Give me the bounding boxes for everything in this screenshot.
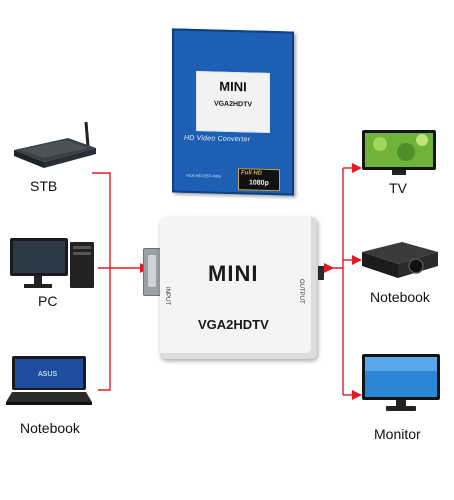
converter-brand: MINI: [208, 261, 259, 286]
arrow-to-output: [324, 263, 334, 273]
wire-notebook-in: [98, 268, 111, 391]
converter-model: VGA2HDTV: [198, 317, 269, 332]
monitor-device-image: [362, 354, 440, 411]
fullhd-badge: Full HD 1080p: [238, 168, 280, 192]
projector-device-image: [362, 242, 438, 278]
tv-device-image: [362, 130, 436, 175]
package-window: MINI VGA2HDTV: [196, 71, 270, 133]
package-brand: MINI: [219, 78, 247, 95]
converter-output-label: OUTPUT: [298, 279, 304, 304]
pc-device-image: [10, 238, 94, 288]
hdmi-port: [318, 266, 324, 280]
fullhd-badge-top: Full HD: [241, 170, 262, 177]
fullhd-badge-bottom: 1080p: [249, 179, 269, 187]
svg-text:ASUS: ASUS: [38, 371, 57, 378]
package-model: VGA2HDTV: [213, 100, 253, 109]
output-label-tv: TV: [389, 180, 407, 196]
arrow-to-tv: [352, 163, 362, 173]
wire-stb: [92, 172, 111, 268]
stb-device-image: [14, 121, 96, 168]
notebook-input-image: ASUS: [6, 356, 92, 405]
package-fine-print: VGA-HD-DEP-MINI: [186, 172, 221, 179]
output-label-monitor: Monitor: [374, 426, 421, 442]
output-label-notebook: Notebook: [370, 289, 430, 305]
input-label-stb: STB: [30, 178, 58, 194]
product-package: MINI VGA2HDTV HD Video Converter VGA-HD-…: [172, 28, 294, 196]
input-label-notebook: Notebook: [20, 420, 80, 436]
input-label-pc: PC: [38, 293, 58, 309]
converter-device: MINI VGA2HDTV INPUT OUTPUT: [160, 217, 317, 359]
arrow-to-monitor: [352, 390, 362, 400]
package-title: HD Video Converter: [184, 134, 251, 144]
arrow-to-projector: [352, 255, 362, 265]
converter-input-label: INPUT: [164, 287, 170, 305]
